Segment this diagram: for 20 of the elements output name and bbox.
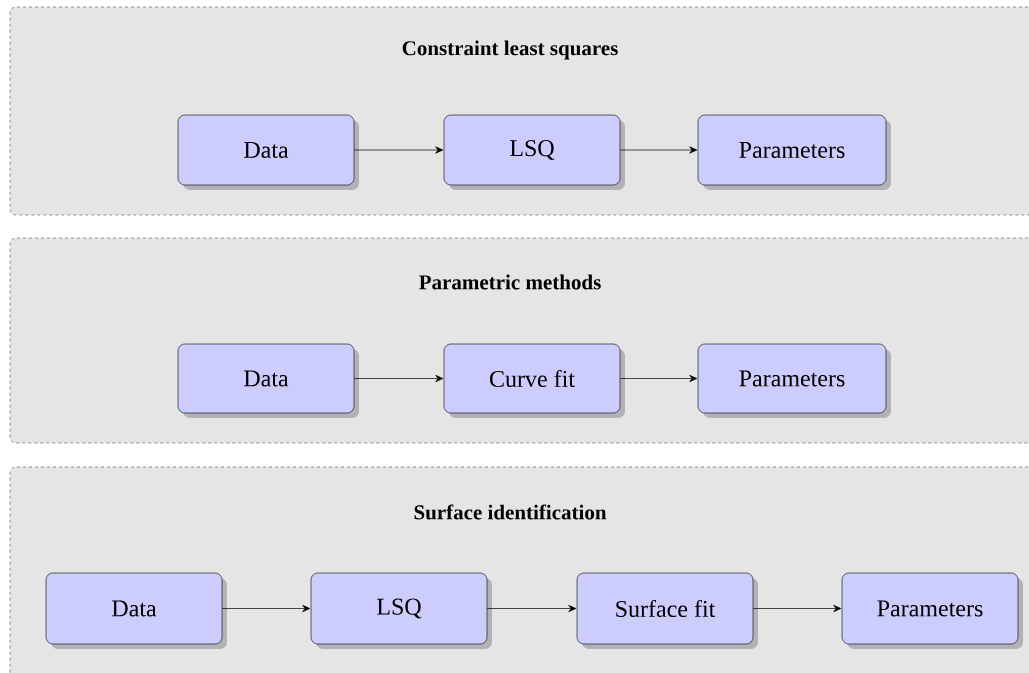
process-box: Data — [45, 572, 227, 649]
process-box: LSQ — [310, 572, 492, 649]
process-box: Surface fit — [576, 572, 758, 649]
arrow — [353, 374, 444, 383]
arrow — [353, 146, 444, 154]
process-box: Parameters — [697, 114, 891, 190]
arrow — [619, 146, 698, 154]
panel-title: Constraint least squares — [402, 40, 618, 60]
process-box: Parameters — [697, 343, 891, 418]
panel-title: Parametric methods — [419, 274, 601, 290]
process-box: Data — [177, 343, 359, 418]
arrow — [619, 374, 698, 383]
process-box: LSQ — [443, 114, 625, 190]
arrow — [221, 605, 311, 613]
arrow — [752, 605, 842, 613]
process-box: Curve fit — [443, 343, 625, 418]
process-box: Parameters — [841, 572, 1023, 649]
arrow — [486, 605, 577, 613]
panel-title: Surface identification — [414, 504, 607, 520]
process-box: Data — [177, 114, 359, 190]
